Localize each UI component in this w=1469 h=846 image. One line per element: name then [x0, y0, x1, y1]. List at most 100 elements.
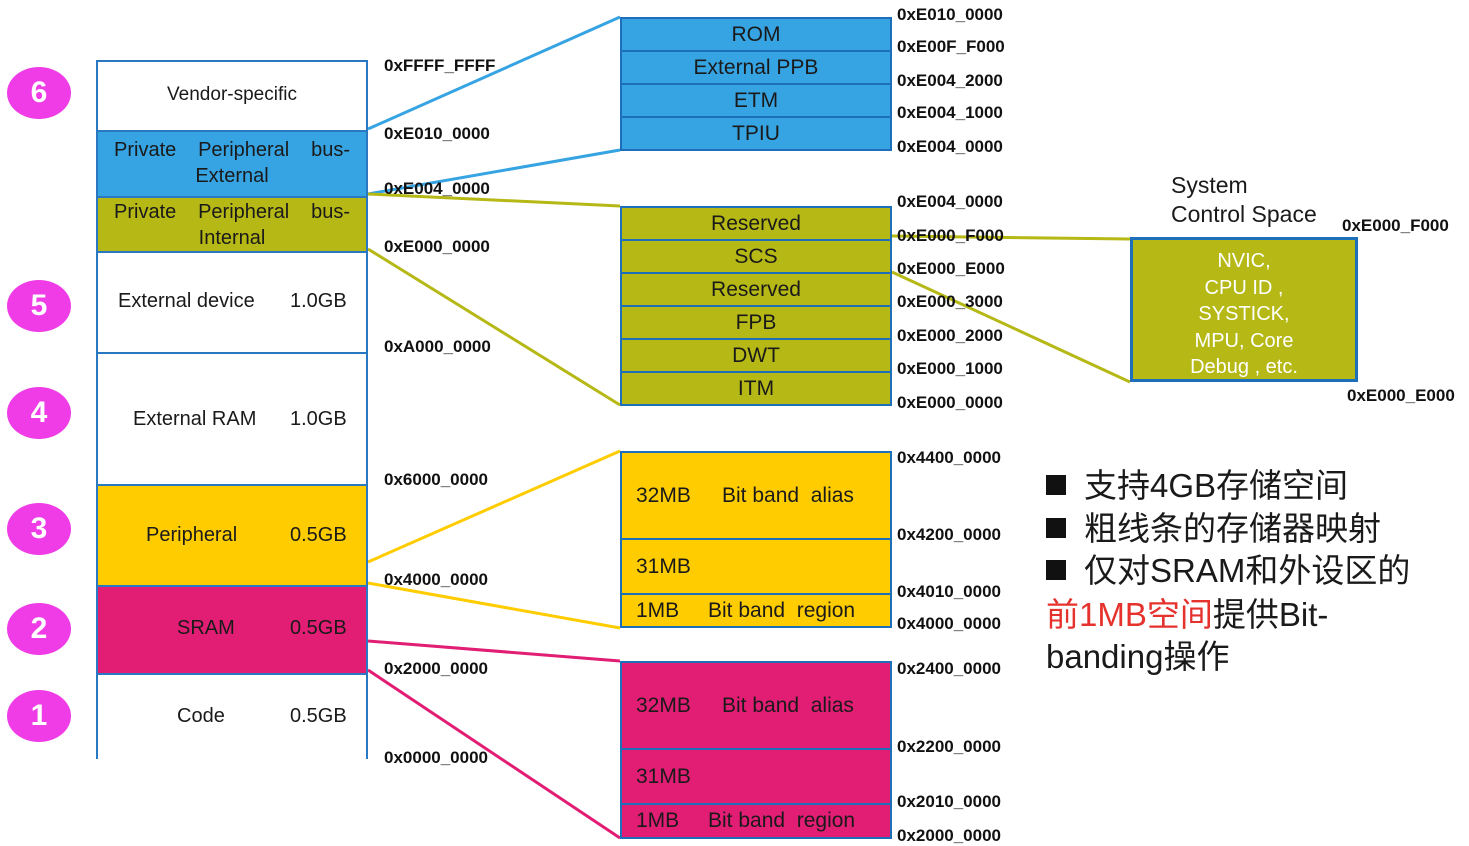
addr-ppb-ext-4: 0xE004_0000 — [897, 137, 1003, 156]
addr-sram-bb-3: 0x2000_0000 — [897, 826, 1002, 845]
addr-ppb-int-4: 0xE000_2000 — [897, 326, 1003, 345]
ppb-ext-block-tpiu: TPIU — [732, 121, 780, 145]
ppb-int-line2: Internal — [198, 227, 266, 249]
addr-left-4: 0xA000_0000 — [384, 337, 491, 356]
addr-ppb-int-2: 0xE000_E000 — [897, 259, 1005, 278]
connector-periph-bottom — [367, 581, 621, 630]
bullet-icon — [1046, 518, 1066, 538]
addr-sram-bb-0: 0x2400_0000 — [897, 659, 1002, 678]
sram-region-size: 1MB — [636, 809, 680, 832]
connector-ppb-int-bottom — [367, 247, 621, 407]
external-ram-size: 1.0GB — [290, 408, 347, 430]
block-peripheral: Peripheral 0.5GB — [98, 484, 366, 585]
note-1: 支持4GB存储空间 — [1046, 459, 1348, 507]
note-5: banding操作 — [1046, 630, 1229, 678]
scs-title-line2: Control Space — [1171, 201, 1317, 227]
ppb-ext-line2: External — [195, 165, 269, 187]
ppb-int-word3: bus- — [311, 201, 350, 223]
connector-ppb-int-top — [367, 192, 621, 208]
code-label: Code — [177, 705, 225, 727]
addr-periph-bb-0: 0x4400_0000 — [897, 448, 1002, 467]
scs-line-3: MPU, Core — [1194, 329, 1294, 352]
periph-alias-size: 32MB — [636, 483, 691, 507]
ppb-int-block-reserved-top: Reserved — [622, 208, 890, 241]
sram-region-label: Bit band region — [708, 809, 856, 832]
ppb-ext-block-etm: ETM — [622, 85, 890, 118]
bullet-icon — [1046, 560, 1066, 580]
connector-sram-top — [367, 639, 621, 663]
periph-bitband-alias: 32MB Bit band alias — [622, 453, 890, 540]
scs-title: System Control Space — [1171, 171, 1317, 229]
addr-left-8: 0x0000_0000 — [384, 748, 489, 767]
sram-size: 0.5GB — [290, 617, 347, 639]
periph-region-label: Bit band region — [708, 598, 856, 622]
code-size: 0.5GB — [290, 705, 347, 727]
ppb-int-word2: Peripheral — [198, 201, 290, 223]
peripheral-bitband-stack: 32MB Bit band alias 31MB 1MB Bit band re… — [620, 451, 892, 628]
sram-bitband-stack: 32MB Bit band alias 31MB 1MB Bit band re… — [620, 661, 892, 839]
addr-left-7: 0x2000_0000 — [384, 659, 489, 678]
addr-left-6: 0x4000_0000 — [384, 570, 489, 589]
ppb-internal-stack: Reserved SCS Reserved FPB DWT ITM — [620, 206, 892, 406]
ppb-int-word1: Private — [114, 201, 177, 223]
sram-alias-size: 32MB — [636, 693, 691, 717]
bullet-icon — [1046, 475, 1066, 495]
sram-label: SRAM — [177, 617, 235, 639]
region-number-1: 1 — [7, 690, 71, 742]
note-2: 粗线条的存储器映射 — [1046, 502, 1381, 550]
ppb-int-block-itm: ITM — [737, 376, 775, 400]
addr-ppb-ext-2: 0xE004_2000 — [897, 71, 1003, 90]
sram-alias-label: Bit band alias — [722, 693, 854, 717]
external-device-label: External device — [118, 290, 255, 312]
addr-sram-bb-2: 0x2010_0000 — [897, 792, 1002, 811]
addr-periph-bb-1: 0x4200_0000 — [897, 525, 1002, 544]
scs-line-4: Debug , etc. — [1190, 356, 1298, 378]
note-3: 仅对SRAM和外设区的 — [1046, 544, 1410, 592]
note-4-text: 提供Bit- — [1212, 596, 1329, 633]
ppb-ext-block-rom: ROM — [622, 19, 890, 52]
addr-left-3: 0xE000_0000 — [384, 237, 490, 256]
block-ppb-internal: Private Peripheral bus- Internal — [98, 196, 366, 251]
addr-ppb-int-3: 0xE000_3000 — [897, 292, 1003, 311]
ppb-ext-word2: Peripheral — [198, 139, 290, 161]
block-sram: SRAM 0.5GB — [98, 585, 366, 673]
periph-bitband-gap: 31MB — [622, 540, 890, 595]
external-device-size: 1.0GB — [290, 290, 347, 312]
addr-periph-bb-3: 0x4000_0000 — [897, 614, 1002, 633]
ppb-internal-label: Private Peripheral bus- Internal — [98, 199, 366, 251]
note-3-text: 仅对SRAM和外设区的 — [1084, 552, 1411, 589]
periph-alias-label: Bit band alias — [722, 483, 854, 507]
addr-ppb-int-5: 0xE000_1000 — [897, 359, 1003, 378]
addr-left-0: 0xFFFF_FFFF — [384, 56, 496, 75]
ppb-int-block-dwt: DWT — [622, 340, 890, 373]
note-2-text: 粗线条的存储器映射 — [1084, 510, 1381, 547]
connector-sram-bottom — [367, 668, 621, 840]
peripheral-label: Peripheral — [146, 524, 238, 546]
region-number-2: 2 — [7, 603, 71, 655]
addr-ppb-int-0: 0xE004_0000 — [897, 192, 1003, 211]
ppb-ext-word3: bus- — [311, 139, 350, 161]
ppb-ext-word1: Private — [114, 139, 177, 161]
scs-line-0: NVIC, — [1217, 250, 1271, 272]
connector-scs-top — [891, 234, 1131, 241]
sram-gap-size: 31MB — [636, 764, 691, 788]
ppb-ext-block-external-ppb: External PPB — [622, 52, 890, 85]
addr-left-1: 0xE010_0000 — [384, 124, 490, 143]
connector-ppb-ext-bottom — [367, 148, 621, 196]
addr-ppb-ext-3: 0xE004_1000 — [897, 103, 1003, 122]
addr-sram-bb-1: 0x2200_0000 — [897, 737, 1002, 756]
addr-scs-top: 0xE000_F000 — [1342, 216, 1449, 235]
addr-ppb-ext-1: 0xE00F_F000 — [897, 37, 1005, 56]
vendor-label: Vendor-specific — [167, 84, 297, 105]
region-number-5: 5 — [7, 280, 71, 332]
scs-title-line1: System — [1171, 172, 1248, 198]
note-4-highlight: 前1MB空间 — [1046, 596, 1213, 633]
block-ppb-external: Private Peripheral bus- External — [98, 130, 366, 196]
connector-scs-bottom — [891, 270, 1131, 384]
note-4: 前1MB空间提供Bit- — [1046, 588, 1328, 636]
peripheral-size: 0.5GB — [290, 524, 347, 546]
addr-ppb-int-6: 0xE000_0000 — [897, 393, 1003, 412]
note-5-text: banding操作 — [1046, 638, 1230, 675]
sram-bitband-gap: 31MB — [622, 750, 890, 805]
